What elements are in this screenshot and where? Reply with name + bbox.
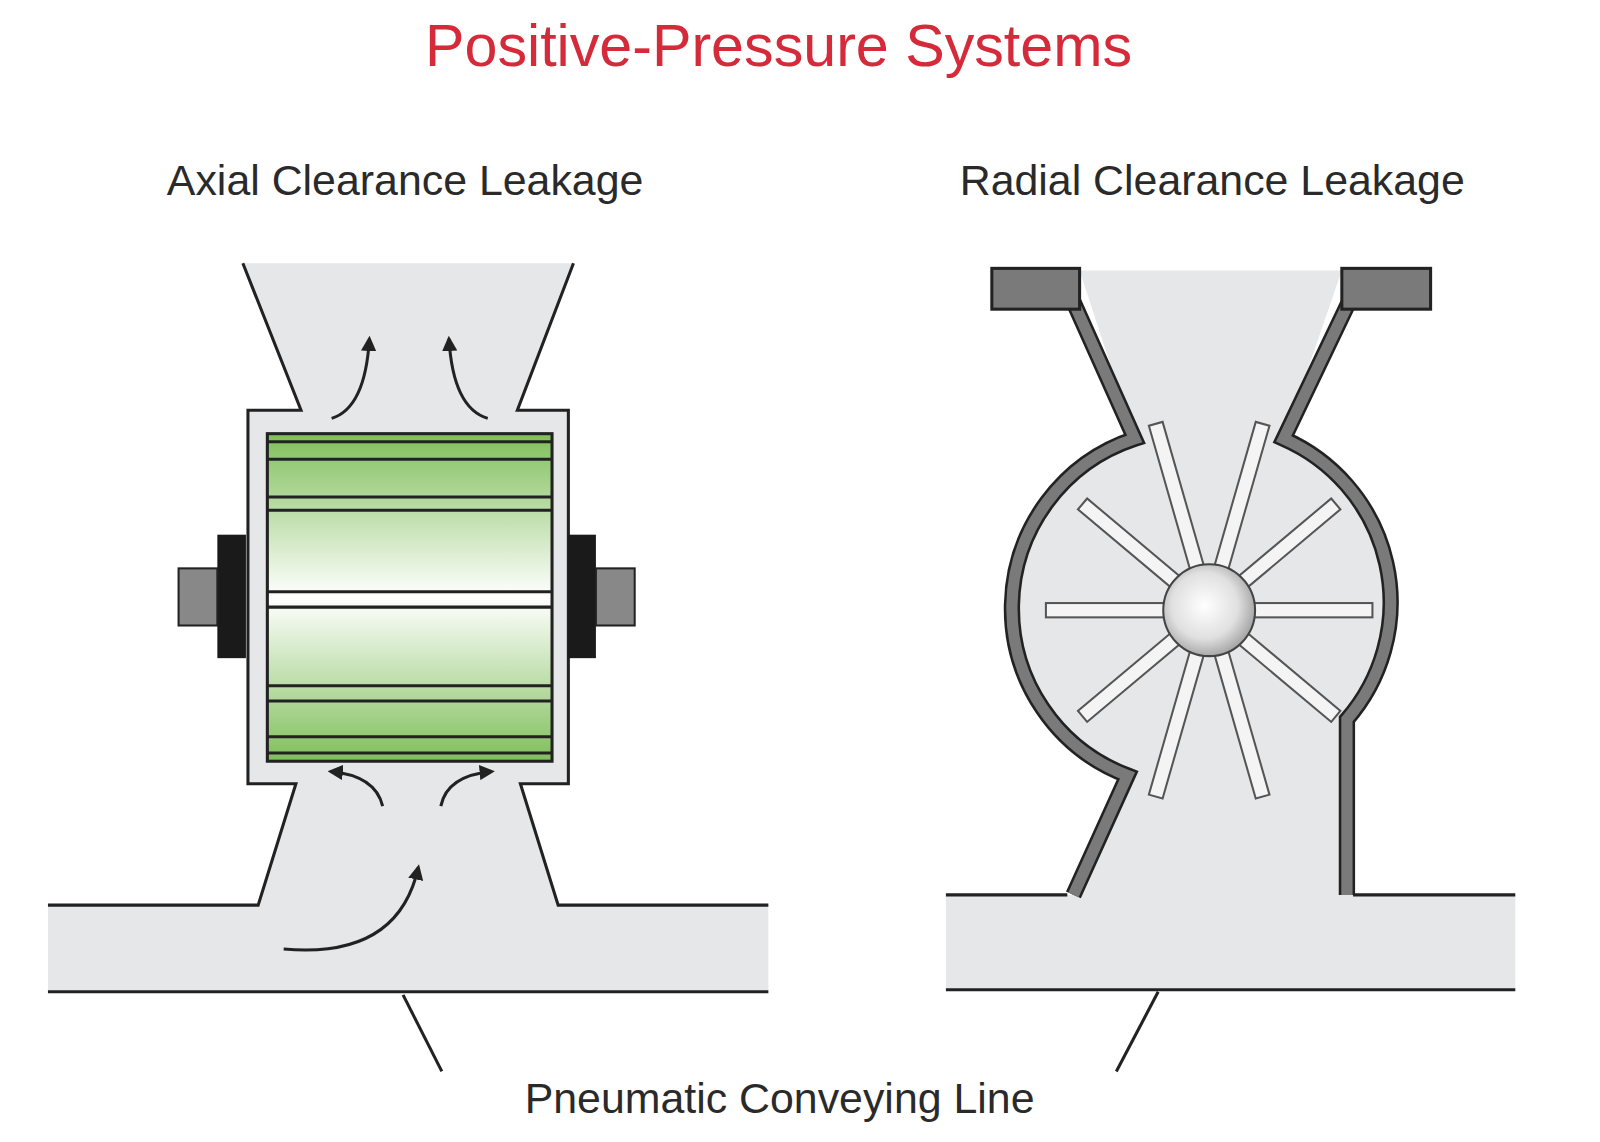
title: Positive-Pressure Systems — [425, 12, 1132, 80]
radial-valve — [946, 268, 1515, 989]
leader-line — [403, 992, 1158, 1072]
part-label: Pneumatic Conveying Line — [525, 1074, 1035, 1123]
axial-valve — [48, 263, 768, 992]
section-label: Radial Clearance Leakage — [960, 156, 1465, 205]
section-label: Axial Clearance Leakage — [167, 156, 643, 205]
